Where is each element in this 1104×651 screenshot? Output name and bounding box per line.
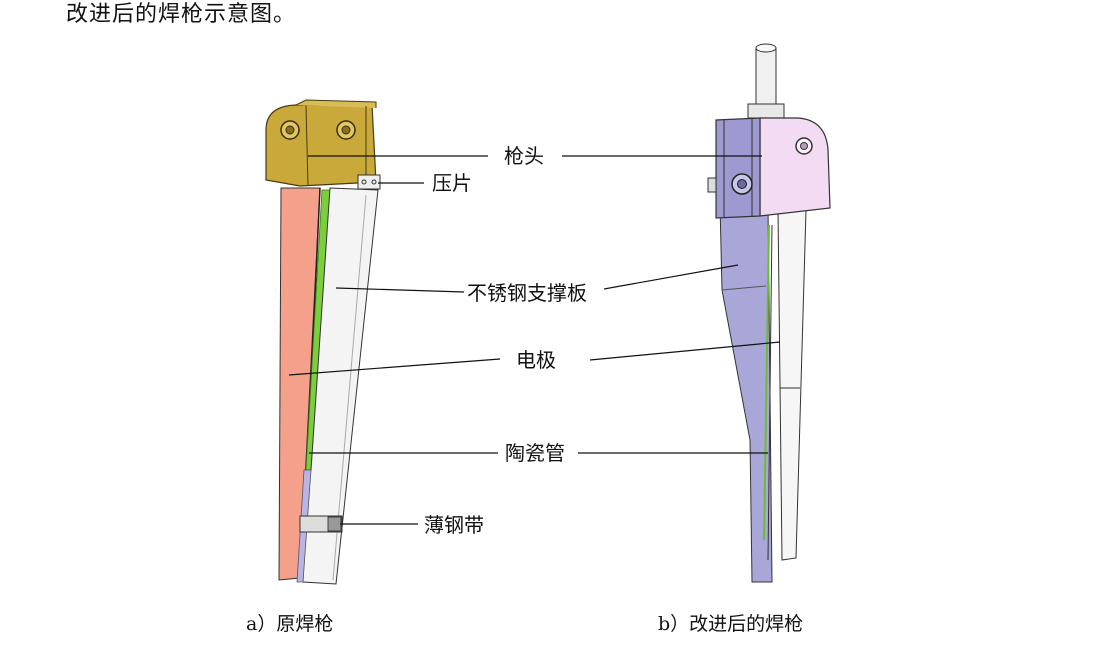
gun-head-part-gold	[265, 104, 377, 187]
callout-press-plate: 压片	[432, 171, 472, 195]
gun-head-part-pink	[759, 117, 831, 217]
top-rod	[755, 47, 777, 111]
callout-electrode: 电极	[516, 348, 556, 372]
caption-improved-gun: b）改进后的焊枪	[658, 613, 803, 635]
leader-lines	[288, 155, 781, 525]
callout-support-plate: 不锈钢支撑板	[467, 281, 587, 305]
press-plate-part	[357, 174, 381, 190]
gun-head-part-lavender	[715, 117, 761, 219]
callout-gun-head: 枪头	[504, 144, 544, 168]
original-gun-figure	[265, 99, 381, 585]
caption-original-gun: a）原焊枪	[246, 613, 333, 635]
white-plate-part	[777, 209, 807, 561]
intro-text: 改进后的焊枪示意图。	[66, 2, 297, 27]
callout-thin-steel-strip: 薄钢带	[424, 513, 484, 537]
improved-gun-figure	[707, 43, 831, 583]
callout-ceramic-tube: 陶瓷管	[505, 441, 565, 465]
